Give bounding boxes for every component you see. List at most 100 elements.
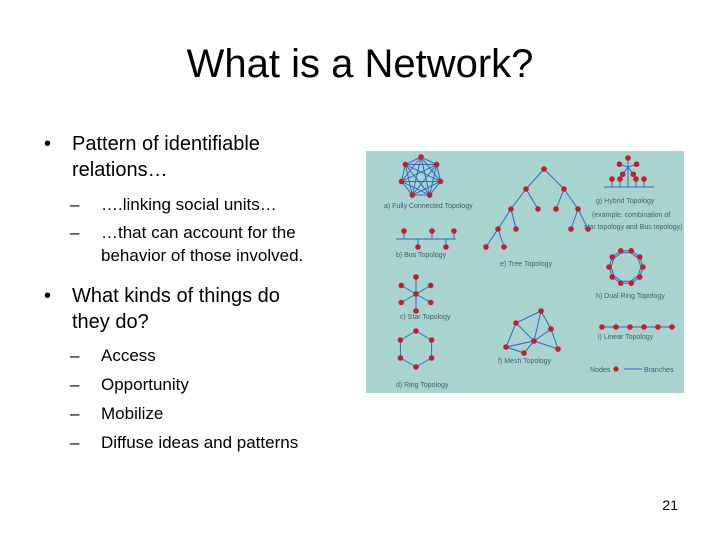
bus-node: [415, 244, 421, 250]
linear-node: [599, 324, 605, 330]
star-node: [398, 282, 405, 289]
ring-link: [400, 357, 417, 368]
tree-node: [513, 226, 519, 232]
bus-node: [429, 228, 435, 234]
tree-link: [577, 208, 589, 230]
bullet-line: Pattern of identifiable: [72, 133, 260, 155]
dash-marker: –: [70, 195, 80, 214]
tree-node: [561, 186, 567, 192]
sub-list: – ….linking social units… – …that can ac…: [44, 193, 364, 267]
tree-node: [541, 166, 547, 172]
dual-ring-node: [636, 254, 643, 260]
dash-marker: –: [70, 223, 80, 242]
label-ring: d) Ring Topology: [396, 382, 449, 389]
bullet-marker: •: [44, 285, 52, 307]
fully-connected-node: [437, 178, 444, 185]
tree-link: [563, 188, 579, 210]
fully-connected-link: [411, 164, 438, 196]
label-hybrid: g) Hybrid Topology: [596, 198, 655, 205]
dual-ring-link: [637, 266, 642, 276]
mesh-link: [505, 340, 535, 348]
tree-node: [483, 244, 489, 250]
mesh-node: [503, 344, 509, 350]
sub-line: behavior of those involved.: [101, 246, 304, 265]
tree-node: [535, 206, 541, 212]
mesh-link: [533, 310, 542, 342]
star-node: [413, 308, 419, 314]
fully-connected-node: [398, 178, 405, 185]
dual-ring-link: [630, 275, 639, 282]
ring-link: [415, 357, 432, 368]
label-star: c) Star Topology: [400, 314, 451, 321]
mesh-node: [538, 308, 544, 314]
bullet-line: relations…: [72, 159, 168, 181]
tree-link: [555, 188, 565, 210]
label-dual-ring: h) Dual Ring Topology: [596, 293, 665, 300]
tree-node: [568, 226, 574, 232]
hybrid-node: [616, 161, 623, 168]
tree-link: [525, 168, 545, 190]
sub-line: Opportunity: [101, 375, 189, 394]
dual-ring-node: [617, 280, 624, 286]
slide-title: What is a Network?: [186, 42, 534, 86]
label-tree: e) Tree Topology: [500, 261, 553, 268]
dual-ring-node: [617, 248, 624, 254]
dash-marker: –: [70, 433, 80, 452]
dual-ring-node: [640, 264, 646, 270]
fully-connected-node: [418, 154, 424, 160]
sub-line: Diffuse ideas and patterns: [101, 433, 299, 452]
fully-connected-link: [401, 180, 430, 196]
dash-marker: –: [70, 404, 80, 423]
hybrid-node: [630, 171, 637, 178]
sub-item: – …that can account for the behavior of …: [44, 221, 364, 267]
ring-node: [428, 337, 435, 343]
mesh-node: [555, 346, 561, 352]
network-topologies-figure: a) Fully Connected Topology b) Bus Topol…: [366, 151, 684, 393]
fully-connected-link: [404, 164, 431, 196]
label-linear: i) Linear Topology: [598, 334, 654, 341]
dual-ring-link: [637, 258, 642, 268]
hybrid-node: [641, 176, 647, 182]
ring-node: [428, 355, 435, 361]
linear-node: [627, 324, 633, 330]
linear-node: [669, 324, 675, 330]
sub-line: Mobilize: [101, 404, 164, 423]
bullet-marker: •: [44, 133, 52, 155]
star-node: [398, 299, 405, 306]
page-number: 21: [662, 497, 678, 513]
star-hub-node: [413, 291, 419, 297]
legend-branches-label: Branches: [644, 367, 674, 374]
ring-node: [397, 355, 404, 361]
fully-connected-link: [411, 156, 422, 196]
mesh-node: [521, 350, 527, 356]
tree-node: [575, 206, 581, 212]
tree-link: [497, 228, 505, 248]
dual-ring-node: [609, 254, 616, 260]
ring-link: [415, 330, 432, 341]
label-mesh: f) Mesh Topology: [498, 358, 552, 365]
dual-ring-link: [613, 275, 622, 282]
fully-connected-link: [420, 156, 431, 196]
label-bus: b) Bus Topology: [396, 252, 447, 259]
mesh-node: [513, 320, 519, 326]
star-link: [415, 293, 431, 303]
label-hybrid-example: (example: combination of: [592, 212, 670, 219]
fully-connected-link: [404, 164, 413, 196]
tree-node: [495, 226, 501, 232]
mesh-link: [515, 310, 542, 324]
star-link: [401, 293, 417, 303]
fully-connected-link: [429, 164, 438, 196]
dash-marker: –: [70, 375, 80, 394]
fully-connected-link: [405, 156, 422, 165]
bullet-line: they do?: [72, 311, 149, 333]
bus-node: [451, 228, 457, 234]
mesh-link: [540, 310, 552, 330]
fully-connected-link: [401, 164, 406, 182]
topology-diagram: a) Fully Connected Topology b) Bus Topol…: [384, 154, 682, 389]
sub-item: – Mobilize: [44, 399, 364, 428]
hybrid-node: [625, 155, 631, 161]
linear-node: [655, 324, 661, 330]
mesh-link: [533, 340, 559, 350]
hybrid-node: [633, 161, 640, 168]
tree-node: [501, 244, 507, 250]
